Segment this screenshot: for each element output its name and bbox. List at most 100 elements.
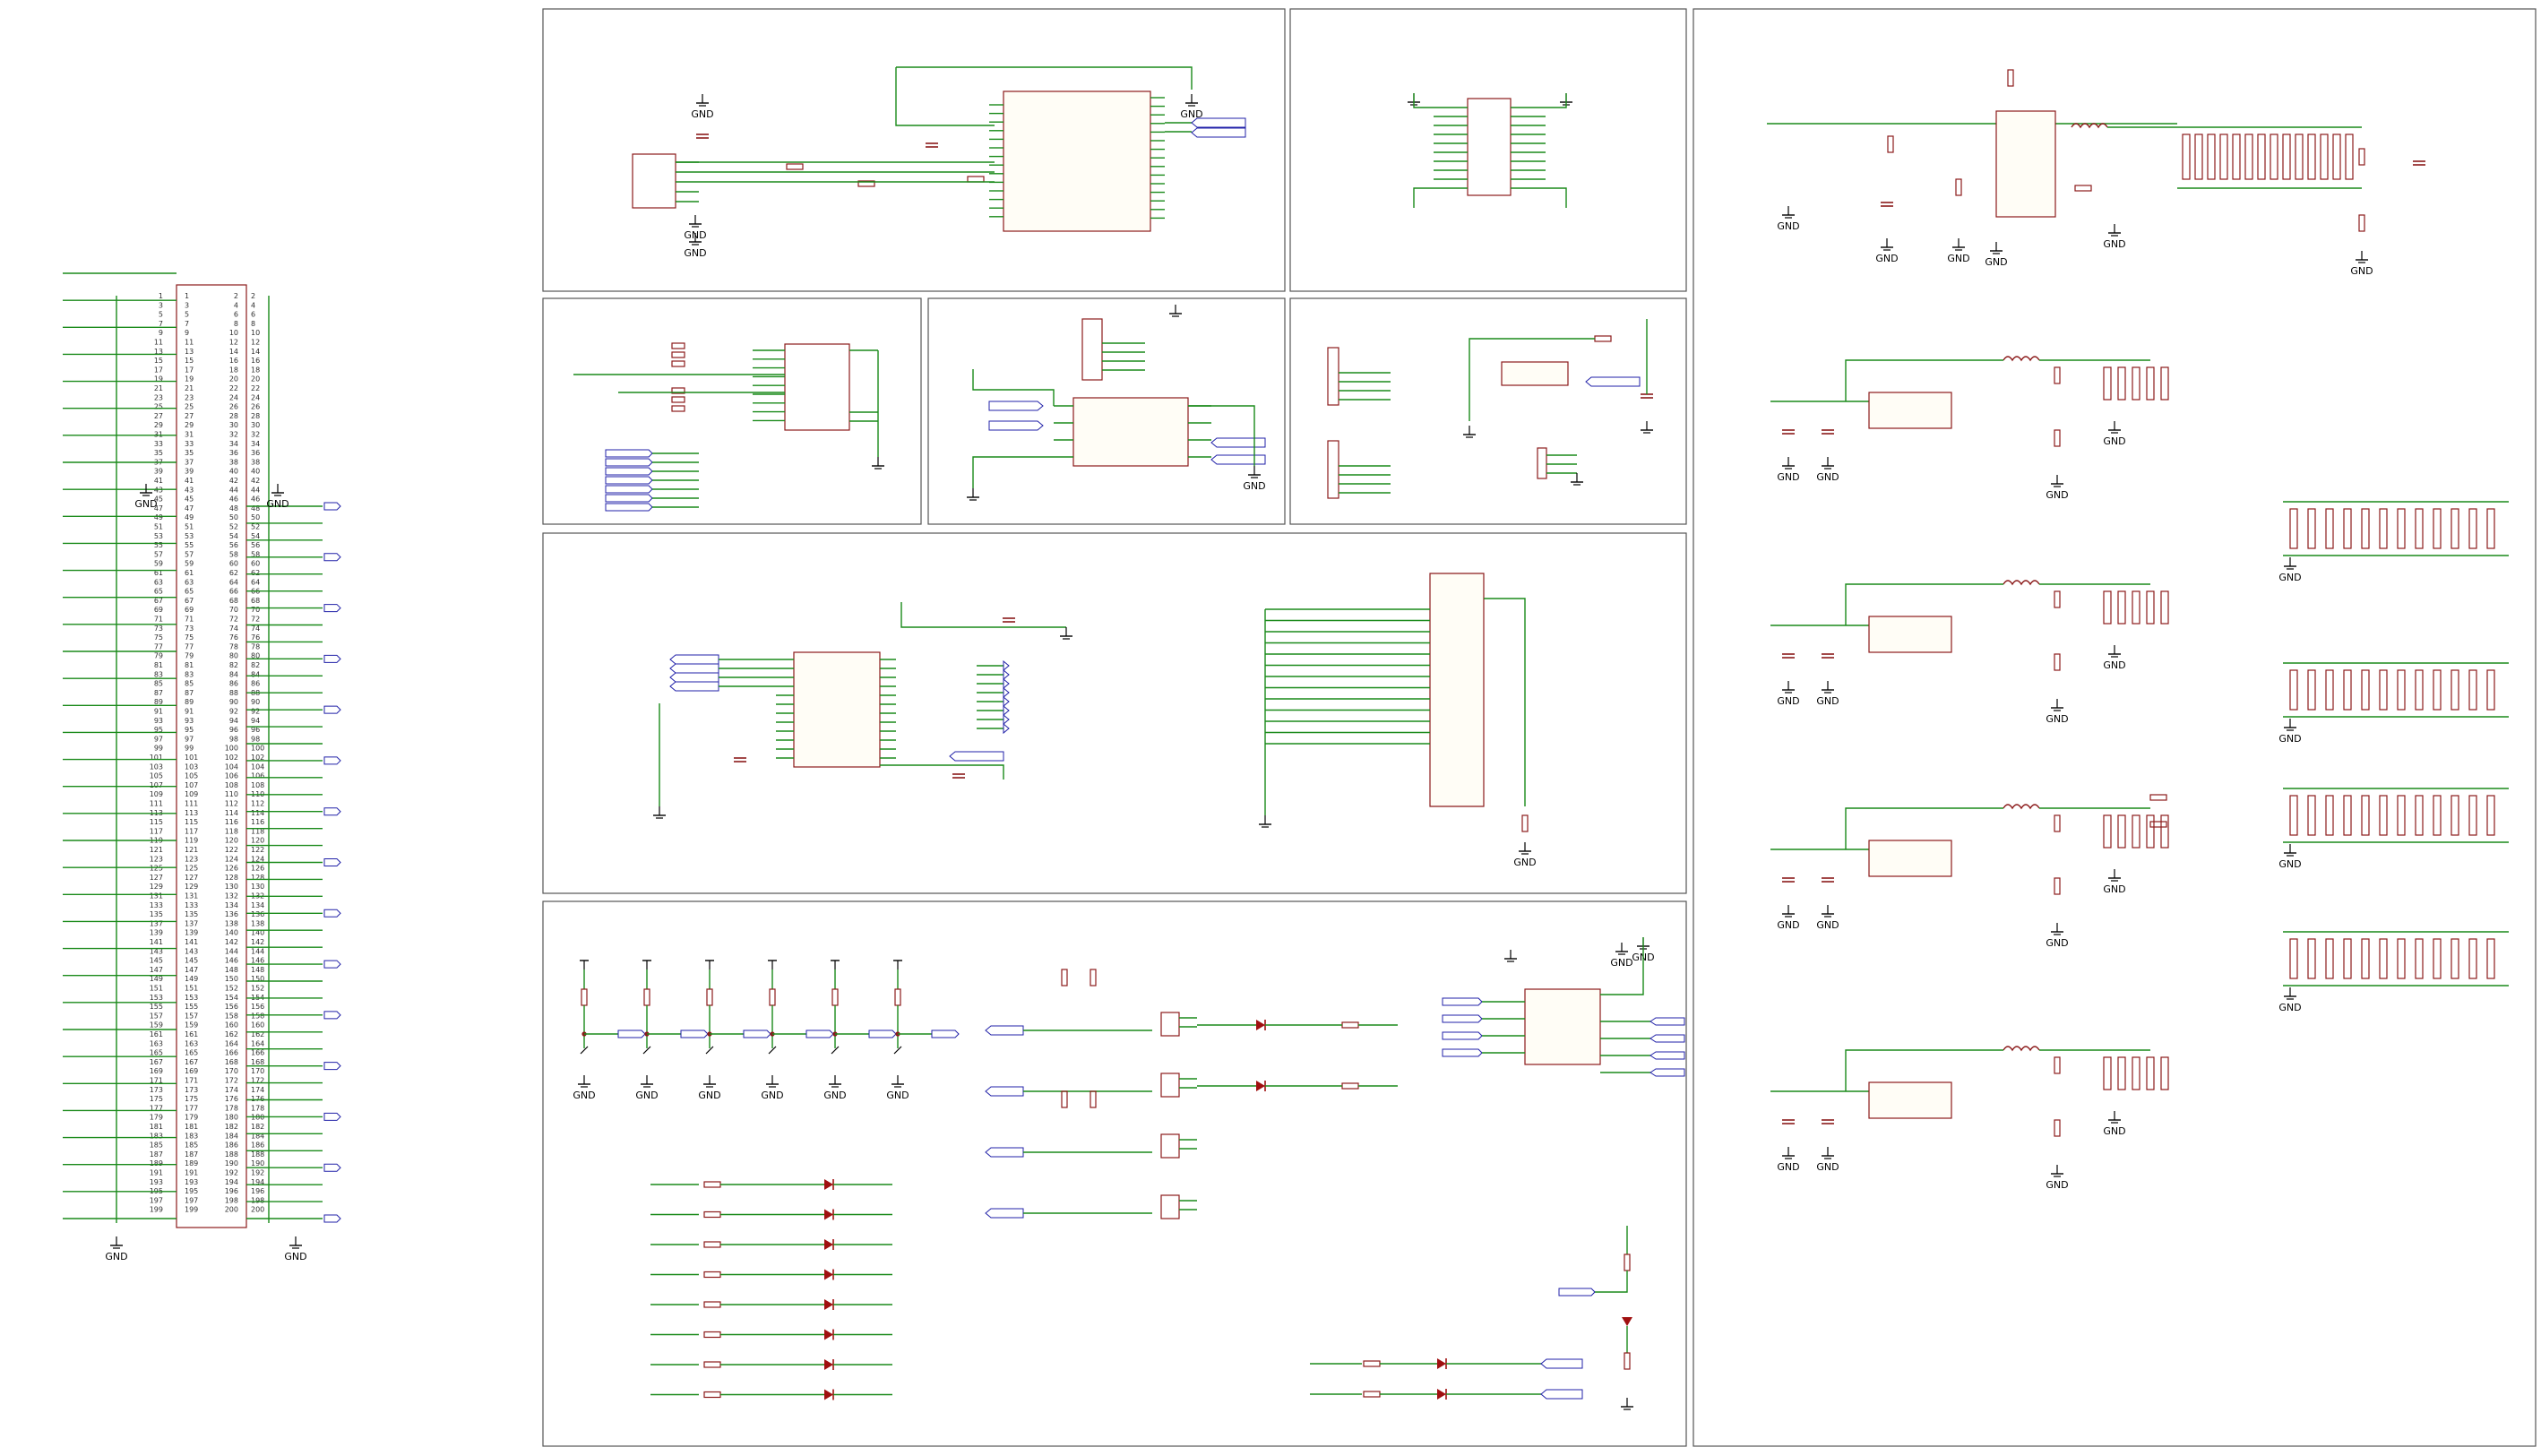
pin-number: 64 <box>251 578 260 586</box>
wire <box>1845 583 2003 625</box>
net-flag <box>323 858 341 866</box>
ground-symbol: GND <box>284 1236 307 1262</box>
reg-inductor <box>2003 580 2040 586</box>
capacitor <box>1822 1119 1834 1124</box>
pin-number: 156 <box>251 1003 264 1011</box>
resistor-body <box>2054 877 2061 895</box>
net-flag <box>1191 127 1246 138</box>
net-flag <box>323 654 341 663</box>
pin-number: 85 <box>185 680 194 688</box>
pin-number: 51 <box>154 523 163 531</box>
decoupling-capacitor <box>2325 938 2334 979</box>
resistor-body <box>706 988 713 1006</box>
resistor-body <box>2054 1056 2061 1074</box>
led-triangle <box>1437 1389 1446 1400</box>
main-inductor <box>2071 123 2108 129</box>
pin-number: 57 <box>185 550 194 558</box>
pin-number: 59 <box>185 560 194 568</box>
resistor <box>2054 814 2061 832</box>
pin-number: 97 <box>154 735 163 743</box>
capacitor <box>1822 653 1834 659</box>
ground-label: GND <box>2278 572 2301 583</box>
pin-number: 158 <box>251 1012 264 1020</box>
block-switches-frame <box>542 900 1687 1447</box>
done-led <box>1622 1317 1632 1326</box>
pin-number: 170 <box>225 1067 238 1075</box>
ground-label: GND <box>2278 858 2301 870</box>
pin-number: 153 <box>150 994 163 1002</box>
resistor-body <box>2007 69 2014 87</box>
pin-number: 50 <box>251 513 260 521</box>
ground-label: GND <box>2046 489 2068 501</box>
pin-number: 43 <box>185 486 194 494</box>
ground-label: GND <box>1875 253 1898 264</box>
toggle-switch-body <box>1160 1133 1180 1159</box>
resistor <box>643 988 650 1006</box>
pin-number: 142 <box>225 938 238 946</box>
resistor-body <box>967 176 985 183</box>
resistor <box>2074 185 2092 192</box>
net-flag <box>323 1011 341 1020</box>
pin-number: 54 <box>229 532 238 540</box>
pin-number: 48 <box>229 504 238 513</box>
pin-number: 189 <box>185 1159 198 1167</box>
ground-label: GND <box>2046 713 2068 725</box>
pin-number: 183 <box>150 1132 163 1140</box>
pin-number: 36 <box>251 449 260 457</box>
pin-number: 70 <box>229 606 238 614</box>
resistor-body <box>2358 148 2365 166</box>
pin-number: 34 <box>251 440 260 448</box>
resistor-body <box>1341 1021 1359 1029</box>
decoupling-capacitor <box>2486 795 2495 836</box>
ground-label: GND <box>684 247 706 259</box>
ground-symbol: GND <box>1777 905 1800 931</box>
pin-number: 74 <box>251 625 260 633</box>
net-label <box>1210 454 1266 465</box>
pin-number: 55 <box>154 541 163 549</box>
resistor <box>2054 877 2061 895</box>
led <box>1256 1081 1266 1091</box>
pin-number: 24 <box>251 393 260 401</box>
pin-number: 134 <box>251 901 264 909</box>
resistor <box>2054 1056 2061 1074</box>
pin-number: 14 <box>251 348 260 356</box>
ground-label: GND <box>691 108 713 120</box>
pin-number: 36 <box>229 449 238 457</box>
net-flag <box>988 401 1044 411</box>
decoupling-capacitor <box>2415 938 2424 979</box>
resistor <box>831 988 839 1006</box>
decoupling-capacitor <box>2415 669 2424 711</box>
pin-number: 110 <box>225 790 238 798</box>
output-capacitor <box>2257 134 2266 180</box>
ground-symbol: GND <box>2046 699 2069 725</box>
pin-number: 98 <box>251 735 260 743</box>
pin-number: 143 <box>185 947 198 955</box>
resistor-body <box>1624 1352 1631 1370</box>
pin-number: 198 <box>251 1196 264 1204</box>
decoupling-capacitor <box>2307 795 2316 836</box>
pin-number: 7 <box>159 320 163 328</box>
resistor-body <box>1594 335 1612 342</box>
pin-number: 52 <box>251 523 260 531</box>
pin-number: 184 <box>225 1132 238 1140</box>
pin-number: 105 <box>185 772 198 780</box>
net-flag <box>605 458 653 467</box>
resistor <box>2054 653 2061 671</box>
pin-number: 78 <box>251 642 260 650</box>
net-flag <box>323 604 341 613</box>
net-label <box>988 420 1044 431</box>
resistor-body <box>1521 814 1529 832</box>
pin-number: 178 <box>251 1104 264 1112</box>
pin-number: 150 <box>251 975 264 983</box>
net-flag <box>1649 1068 1685 1077</box>
capacitor <box>2413 160 2425 166</box>
output-capacitor <box>2182 134 2191 180</box>
ground-label: GND <box>1777 1161 1799 1173</box>
pin-number: 161 <box>150 1030 163 1038</box>
pin-number: 91 <box>185 708 194 716</box>
pin-number: 42 <box>229 477 238 485</box>
pin-number: 59 <box>154 560 163 568</box>
decoupling-capacitor <box>2451 938 2459 979</box>
pin-number: 21 <box>185 384 194 392</box>
